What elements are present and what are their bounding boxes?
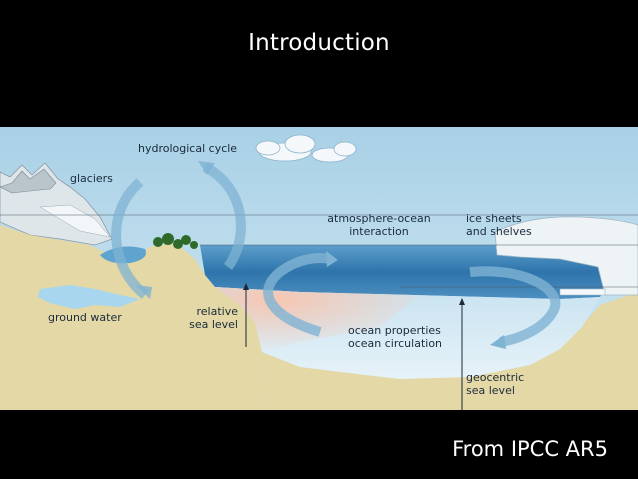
label-hydrological-cycle: hydrological cycle (138, 142, 238, 155)
label-ground-water: ground water (48, 311, 122, 324)
circulation-arrowhead-1 (326, 251, 338, 267)
label-ocean-properties: ocean properties ocean circulation (348, 324, 443, 350)
label-atmosphere-ocean: atmosphere-ocean interaction (327, 212, 431, 238)
ocean-circulation-arrows (263, 253, 561, 347)
hydrological-cycle-arrow (111, 162, 246, 299)
clouds (255, 134, 357, 163)
circulation-arrowhead-2 (490, 335, 506, 349)
cycle-arrowhead-up (198, 161, 215, 175)
ground-water (38, 285, 140, 309)
ice-shelf (559, 288, 606, 296)
relative-sea-level-arrowhead (243, 283, 249, 290)
source-caption: From IPCC AR5 (452, 437, 608, 461)
label-geocentric-sea-level: geocentric sea level (466, 371, 525, 397)
label-relative-sea-level: relative sea level (189, 305, 238, 331)
slide-title: Introduction (248, 30, 390, 56)
label-glaciers: glaciers (70, 172, 113, 185)
label-ice-sheets: ice sheets and shelves (466, 212, 532, 238)
seafloor-land (262, 292, 638, 410)
glacier-mountains (0, 162, 113, 246)
diagram-illustration (0, 127, 638, 410)
sea-level-diagram: hydrological cycle glaciers atmosphere-o… (0, 127, 638, 410)
trees (153, 233, 198, 249)
cycle-arrowhead-down (136, 285, 152, 299)
geocentric-sea-level-arrowhead (459, 298, 465, 305)
land (0, 225, 268, 410)
